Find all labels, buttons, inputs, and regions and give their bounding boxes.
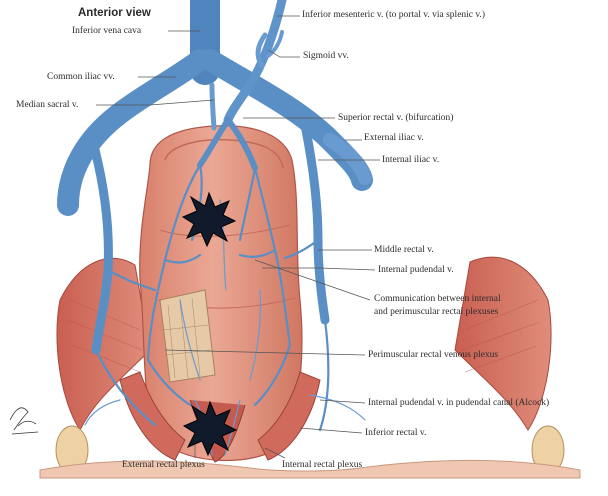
label-perimuscular-plexus: Perimuscular rectal venous plexus: [368, 350, 498, 361]
label-internal-iliac-vein: Internal iliac v.: [382, 155, 439, 166]
label-external-iliac-vein: External iliac v.: [364, 133, 424, 144]
label-communication-line1: Communication between internal: [374, 294, 501, 305]
label-internal-rectal-plexus: Internal rectal plexus: [282, 460, 362, 471]
label-superior-rectal-vein: Superior rectal v. (bifurcation): [338, 113, 453, 124]
label-common-iliac-veins: Common iliac vv.: [47, 72, 115, 83]
rectum: [140, 126, 302, 462]
label-inferior-rectal-vein: Inferior rectal v.: [365, 428, 426, 439]
label-pudendal-canal-vein: Internal pudendal v. in pudendal canal (…: [368, 398, 549, 409]
internal-iliac-right-vessel: [305, 125, 325, 320]
label-external-rectal-plexus: External rectal plexus: [122, 460, 205, 471]
label-inferior-mesenteric-vein: Inferior mesenteric v. (to portal v. via…: [302, 10, 485, 21]
label-inferior-vena-cava: Inferior vena cava: [72, 26, 141, 37]
figure-title: Anterior view: [78, 7, 151, 19]
label-communication-line2: and perimuscular rectal plexuses: [374, 307, 498, 318]
label-sigmoid-veins: Sigmoid vv.: [303, 51, 349, 62]
label-middle-rectal-vein: Middle rectal v.: [374, 245, 434, 256]
label-internal-pudendal-vein: Internal pudendal v.: [378, 265, 454, 276]
artist-signature: [10, 408, 38, 434]
label-median-sacral-vein: Median sacral v.: [16, 100, 78, 111]
